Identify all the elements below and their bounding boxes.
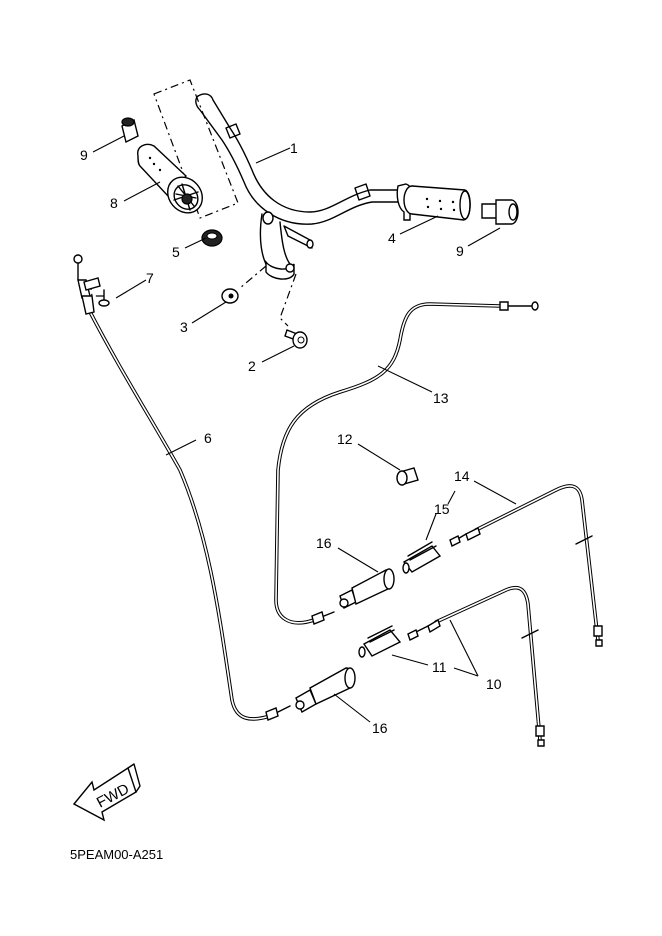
callout-16-lower: 16 bbox=[372, 720, 388, 736]
callout-labels: 1 2 3 4 5 6 7 8 9 9 10 11 12 13 14 15 16… bbox=[80, 140, 502, 736]
collar bbox=[396, 467, 419, 486]
callout-8: 8 bbox=[110, 195, 118, 211]
callout-9-right: 9 bbox=[456, 243, 464, 259]
assembly-outline-stem-nut bbox=[239, 265, 267, 289]
callout-2: 2 bbox=[248, 358, 256, 374]
screw bbox=[98, 289, 110, 307]
handlebar bbox=[195, 93, 401, 280]
callout-15: 15 bbox=[434, 501, 450, 517]
callout-14: 14 bbox=[454, 468, 470, 484]
cable-assembly-14 bbox=[449, 484, 603, 647]
callout-9-left: 9 bbox=[80, 147, 88, 163]
throttle-cable bbox=[73, 254, 291, 721]
cable-joint-11 bbox=[358, 625, 402, 658]
callout-7: 7 bbox=[146, 270, 154, 286]
callout-4: 4 bbox=[388, 230, 396, 246]
cable-13 bbox=[274, 301, 539, 625]
forward-direction-arrow: FWD bbox=[72, 763, 141, 822]
callout-3: 3 bbox=[180, 319, 188, 335]
callout-5: 5 bbox=[172, 244, 180, 260]
nut bbox=[221, 288, 239, 304]
cable-cover-lower bbox=[295, 667, 356, 713]
bolt bbox=[284, 329, 308, 349]
bar-end-left bbox=[121, 117, 139, 144]
cable-joint-15 bbox=[402, 541, 442, 574]
callout-16-upper: 16 bbox=[316, 535, 332, 551]
callout-10: 10 bbox=[486, 676, 502, 692]
throttle-grip bbox=[396, 183, 471, 221]
cap bbox=[201, 229, 223, 247]
bar-end-right bbox=[481, 199, 519, 225]
callout-12: 12 bbox=[337, 431, 353, 447]
callout-11: 11 bbox=[432, 659, 447, 675]
cable-cover-upper bbox=[339, 568, 395, 609]
cable-assembly-10 bbox=[407, 585, 545, 747]
leader-lines bbox=[92, 135, 517, 723]
callout-1: 1 bbox=[290, 140, 298, 156]
assembly-outline-stem-bolt bbox=[279, 273, 297, 327]
drawing-code: 5PEAM00-A251 bbox=[70, 847, 163, 862]
callout-13: 13 bbox=[433, 390, 449, 406]
left-grip bbox=[137, 143, 204, 214]
callout-6: 6 bbox=[204, 430, 212, 446]
